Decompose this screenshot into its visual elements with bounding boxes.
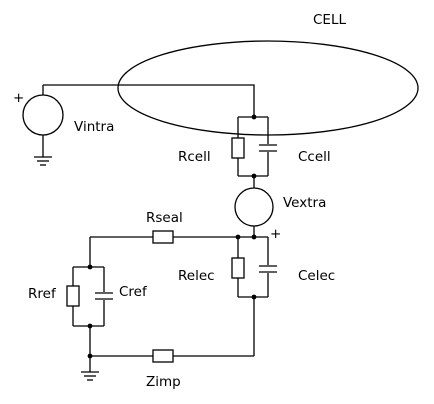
rref-label: Rref	[28, 286, 57, 302]
rref-resistor	[66, 285, 80, 307]
vintra-plus-sign: +	[13, 90, 24, 106]
intra-wire	[43, 84, 255, 117]
relec-resistor	[231, 257, 245, 279]
rcell-label: Rcell	[178, 149, 211, 165]
cell-label: CELL	[313, 12, 346, 28]
ccell-label: Ccell	[298, 149, 331, 165]
zimp-impedance	[152, 349, 174, 363]
cref-capacitor	[95, 292, 113, 300]
cref-label: Cref	[119, 284, 148, 300]
celec-label: Celec	[298, 268, 335, 284]
ccell-capacitor	[259, 144, 277, 152]
relec-label: Relec	[178, 268, 215, 284]
celec-capacitor	[259, 265, 277, 273]
rseal-resistor	[152, 230, 174, 244]
vintra-label: Vintra	[74, 119, 114, 135]
zimp-label: Zimp	[146, 374, 181, 390]
vextra-source	[234, 187, 274, 227]
vintra-ground-icon	[34, 156, 52, 166]
vextra-plus-sign: +	[270, 226, 281, 242]
junction-dot	[251, 234, 257, 240]
vintra-source	[22, 85, 64, 157]
rcell-resistor	[231, 137, 245, 159]
vextra-label: Vextra	[283, 195, 326, 211]
bottom-ground-icon	[81, 371, 99, 381]
rseal-label: Rseal	[146, 210, 183, 226]
